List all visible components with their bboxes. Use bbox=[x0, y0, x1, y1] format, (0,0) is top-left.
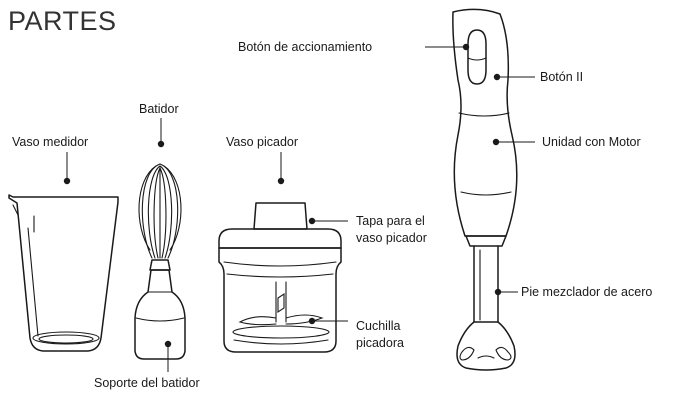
label-boton-ii: Botón II bbox=[540, 70, 584, 84]
label-vaso-medidor: Vaso medidor bbox=[12, 135, 89, 149]
label-soporte-batidor: Soporte del batidor bbox=[94, 376, 200, 390]
label-vaso-picador: Vaso picador bbox=[226, 135, 299, 149]
whisk-illustration bbox=[134, 163, 186, 360]
chopper-bowl-illustration bbox=[218, 202, 342, 353]
measuring-cup-illustration bbox=[8, 194, 119, 352]
page-title: PARTES bbox=[8, 6, 117, 36]
label-unidad-motor: Unidad con Motor bbox=[542, 135, 641, 149]
label-boton-accionamiento: Botón de accionamiento bbox=[238, 40, 373, 54]
label-tapa-line1: Tapa para el bbox=[356, 214, 425, 228]
callout-leaders bbox=[63, 43, 535, 372]
label-pie-mezclador: Pie mezclador de acero bbox=[521, 285, 653, 299]
hand-blender-illustration bbox=[452, 8, 518, 371]
label-tapa-line2: vaso picador bbox=[356, 231, 427, 245]
label-cuchilla-line2: picadora bbox=[356, 336, 404, 350]
label-batidor: Batidor bbox=[139, 102, 179, 116]
label-cuchilla-line1: Cuchilla bbox=[356, 319, 401, 333]
